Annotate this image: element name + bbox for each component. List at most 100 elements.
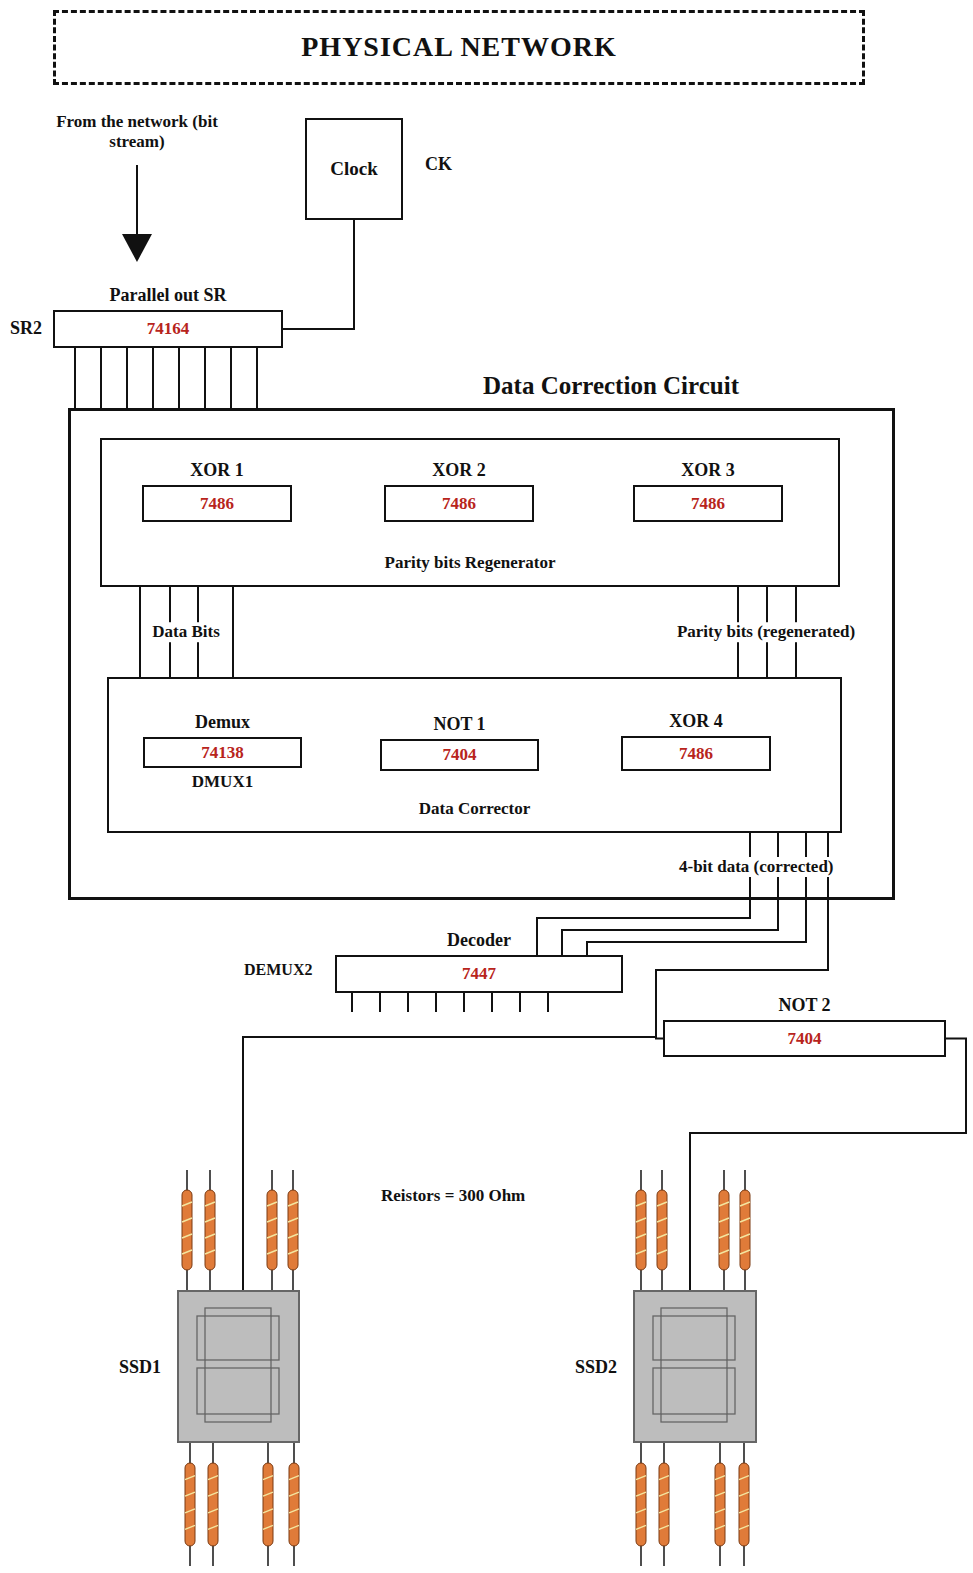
resistor-band: [719, 1218, 729, 1222]
node-label: NOT 1: [382, 714, 537, 735]
resistor-band: [657, 1250, 667, 1254]
segment: [661, 1360, 727, 1368]
resistor-band: [182, 1218, 192, 1222]
resistor-band: [636, 1476, 646, 1480]
resistor-symbol: [182, 1190, 192, 1270]
bus-label: Data Bits: [149, 622, 223, 642]
resistor-band: [263, 1492, 273, 1496]
resistor-band: [740, 1250, 750, 1254]
part-name: SR2: [10, 318, 42, 339]
node-label: PHYSICAL NETWORK: [301, 31, 617, 63]
resistor-band: [739, 1492, 749, 1496]
resistor-symbol: [719, 1190, 729, 1270]
decoder-pin: [491, 993, 493, 1012]
resistor-symbol: [659, 1463, 669, 1546]
resistor-band: [719, 1202, 729, 1206]
not-chip: NOT 27404: [663, 1020, 946, 1057]
node-label: XOR 2: [386, 460, 532, 481]
resistor-band: [636, 1202, 646, 1206]
decoder-pin: [547, 993, 549, 1012]
wire: [75, 348, 257, 408]
resistor-band: [636, 1250, 646, 1254]
resistor-symbol: [267, 1190, 277, 1270]
resistor-band: [659, 1476, 669, 1480]
part-number: 7404: [443, 745, 477, 765]
xor-chip: XOR 27486: [384, 485, 534, 522]
segment: [271, 1316, 279, 1360]
resistor-band: [288, 1250, 298, 1254]
resistor-symbol: [288, 1190, 298, 1270]
demux-chip: Demux74138DMUX1: [143, 737, 302, 768]
decoder-pin: [519, 993, 521, 1012]
resistor-symbol: [263, 1463, 273, 1546]
resistor-band: [636, 1492, 646, 1496]
resistor-symbol: [185, 1463, 195, 1546]
segment: [653, 1316, 661, 1360]
resistor-band: [636, 1234, 646, 1238]
segment: [197, 1368, 205, 1414]
resistor-band: [267, 1250, 277, 1254]
resistor-band: [659, 1509, 669, 1513]
resistor-band: [715, 1525, 725, 1529]
resistor-band: [267, 1218, 277, 1222]
resistor-band: [288, 1218, 298, 1222]
decoder-chip: Decoder7447: [335, 955, 623, 993]
segment: [661, 1308, 727, 1316]
node-label: DMUX1: [145, 772, 300, 792]
node-label: NOT 2: [665, 995, 944, 1016]
resistor-band: [185, 1476, 195, 1480]
wire: [690, 1039, 966, 1291]
resistor-symbol: [739, 1463, 749, 1546]
decoder-pin: [435, 993, 437, 1012]
resistor-band: [205, 1250, 215, 1254]
resistor-band: [740, 1218, 750, 1222]
resistor-band: [289, 1476, 299, 1480]
resistor-band: [267, 1202, 277, 1206]
resistor-symbol: [289, 1463, 299, 1546]
network-band: PHYSICAL NETWORK: [53, 10, 865, 85]
part-name: DEMUX2: [244, 961, 312, 979]
resistor-band: [288, 1202, 298, 1206]
resistor-band: [208, 1525, 218, 1529]
resistor-band: [715, 1509, 725, 1513]
part-number: 7447: [462, 964, 496, 984]
resistor-band: [740, 1234, 750, 1238]
bus-note: 4-bit data (corrected): [676, 857, 837, 877]
resistor-band: [715, 1492, 725, 1496]
xor-chip: XOR 37486: [633, 485, 783, 522]
decoder-pin: [407, 993, 409, 1012]
part-number: 7404: [788, 1029, 822, 1049]
resistor-band: [205, 1234, 215, 1238]
resistor-band: [719, 1250, 729, 1254]
part-number: 7486: [200, 494, 234, 514]
resistor-symbol: [657, 1190, 667, 1270]
node-label: XOR 1: [144, 460, 290, 481]
node-label: Parallel out SR: [55, 285, 281, 306]
resistor-band: [657, 1234, 667, 1238]
resistor-band: [719, 1234, 729, 1238]
xor-chip: XOR 17486: [142, 485, 292, 522]
segment: [727, 1368, 735, 1414]
decoder-pin: [351, 993, 353, 1012]
segment: [205, 1414, 271, 1422]
resistor-band: [289, 1509, 299, 1513]
part-number: 7486: [679, 744, 713, 764]
resistor-symbol: [740, 1190, 750, 1270]
segment-outline: [635, 1292, 755, 1441]
clock-box: Clock: [305, 118, 403, 220]
resistor-band: [657, 1202, 667, 1206]
resistor-band: [739, 1525, 749, 1529]
resistor-symbol: [205, 1190, 215, 1270]
decoder-pin: [463, 993, 465, 1012]
node-label: Clock: [330, 158, 378, 180]
resistor-band: [205, 1202, 215, 1206]
resistor-band: [185, 1492, 195, 1496]
resistor-band: [185, 1509, 195, 1513]
regenerator-block: Parity bits RegeneratorXOR 17486XOR 2748…: [100, 438, 840, 587]
resistor-band: [263, 1525, 273, 1529]
resistor-band: [182, 1250, 192, 1254]
wire: [283, 220, 354, 329]
wire: [243, 833, 828, 1290]
segment: [727, 1316, 735, 1360]
